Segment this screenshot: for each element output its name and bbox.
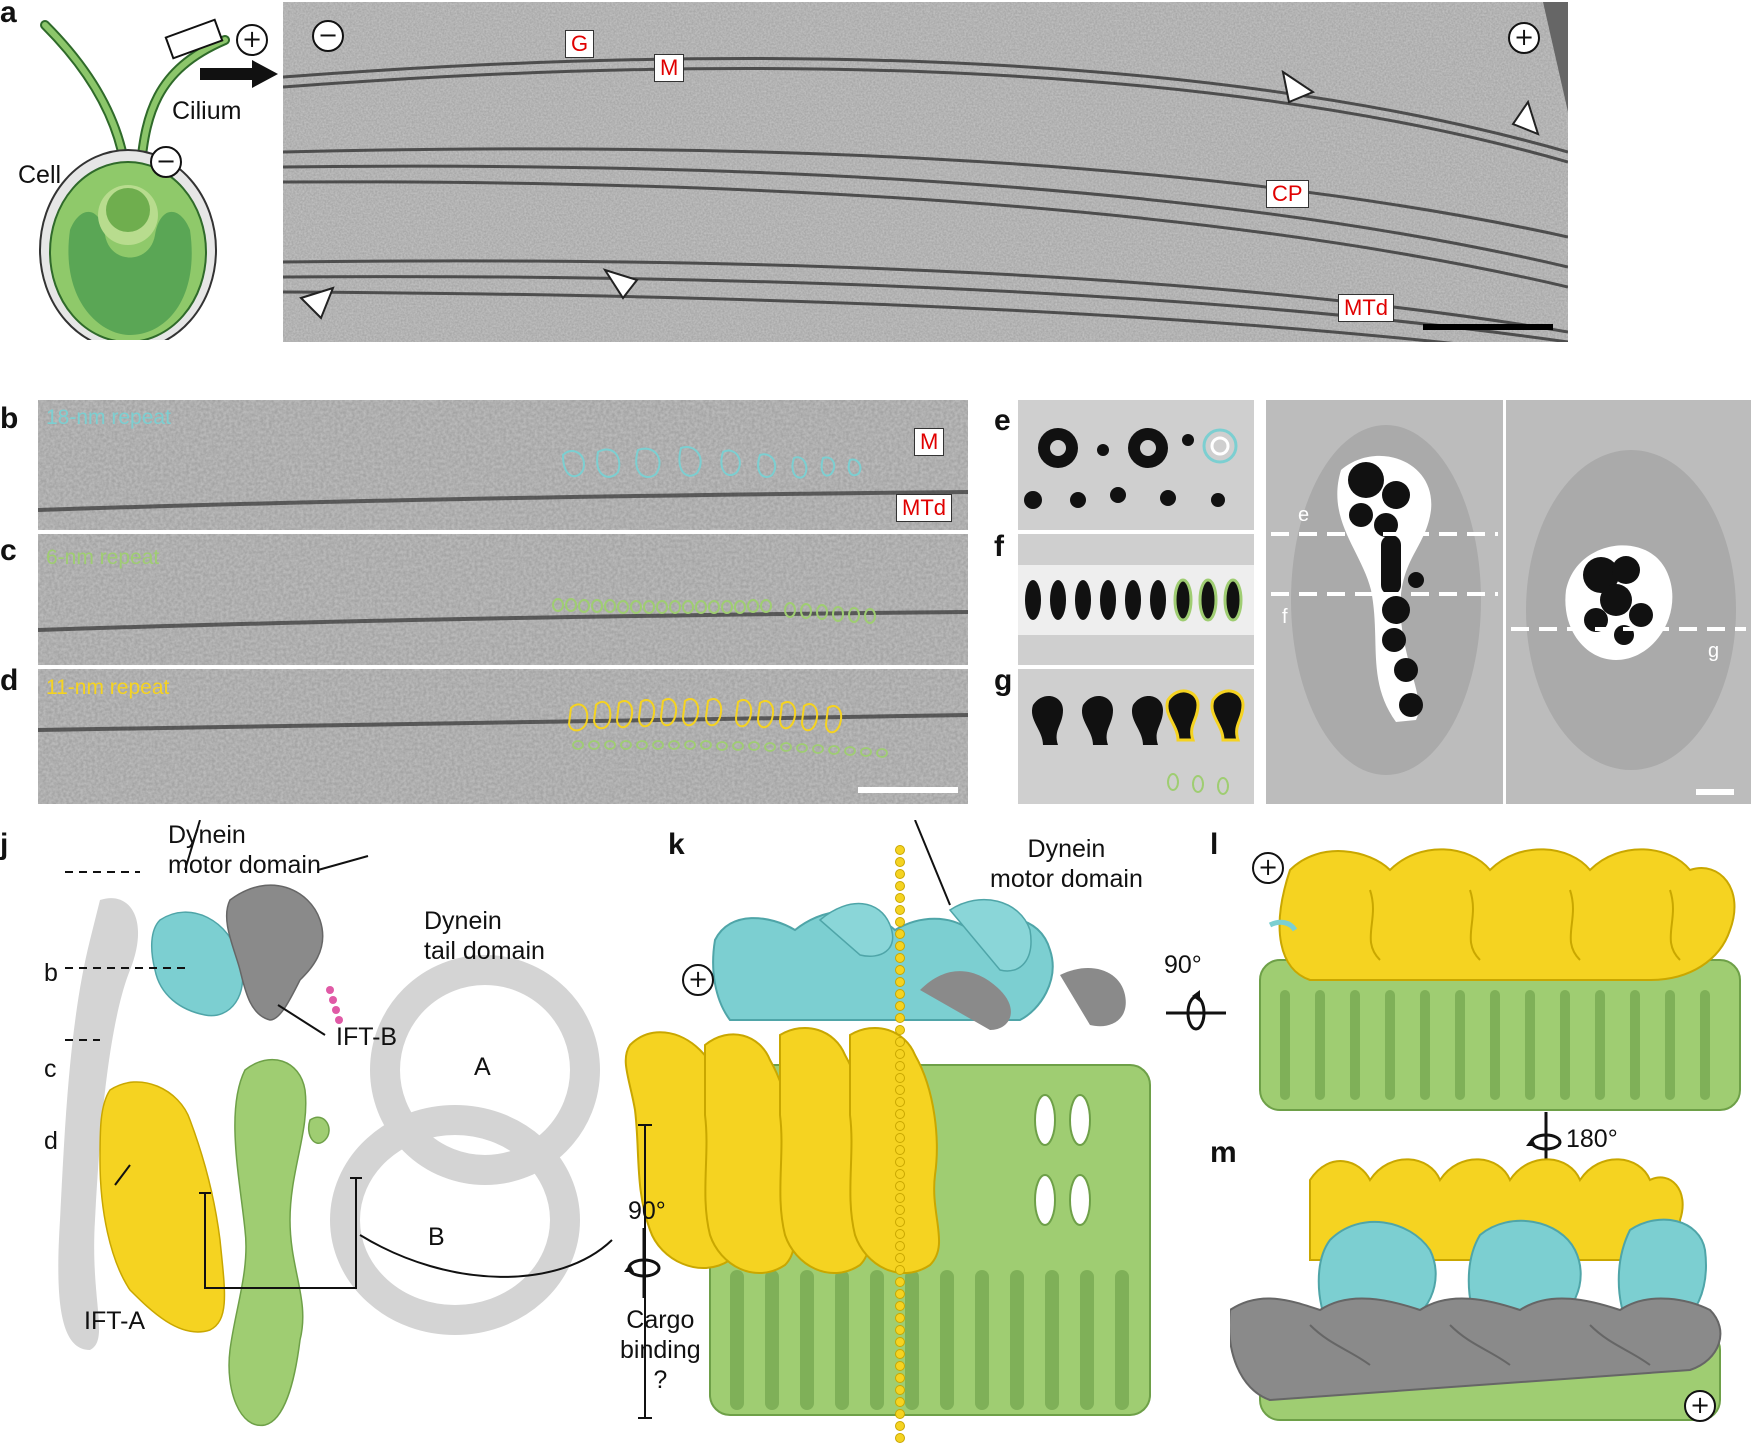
tomogram-minus-end: −: [312, 20, 344, 52]
k-rotate-label: 90°: [628, 1197, 666, 1225]
label-mtd: MTd: [1338, 294, 1394, 322]
cell-diagram: [39, 18, 278, 340]
line-label-f: f: [1282, 606, 1288, 628]
k-dynein-motor-label: Dynein motor domain: [990, 835, 1143, 893]
tomogram-image: [283, 2, 1568, 342]
j-ift-a-label: IFT-A: [84, 1307, 146, 1335]
m-plus-end-icon: +: [1684, 1390, 1716, 1422]
repeat-18nm-label: 18-nm repeat: [46, 406, 171, 429]
panel-label-f: f: [994, 530, 1004, 563]
j-level-b: b: [44, 959, 58, 987]
lm-rotate-label: 180°: [1566, 1125, 1618, 1153]
repeat-tomograms: [38, 400, 968, 804]
l-rotate-label: 90°: [1164, 951, 1202, 979]
line-label-g: g: [1708, 640, 1720, 662]
model-m-diagram: [1230, 1158, 1722, 1421]
panel-label-a: a: [0, 0, 17, 29]
cell-label: Cell: [18, 161, 62, 189]
model-l-diagram: [1259, 848, 1741, 1111]
j-tubule-a: A: [474, 1053, 491, 1081]
k-rotate-icon: [624, 1228, 661, 1298]
panel-label-c: c: [0, 534, 17, 567]
repeat-label-mtd: MTd: [896, 494, 952, 522]
repeat-6nm-label: 6-nm repeat: [46, 546, 160, 569]
j-dynein-motor-label: Dynein motor domain: [168, 821, 321, 879]
repeat-11nm-label: 11-nm repeat: [46, 676, 170, 699]
panel-label-g: g: [994, 664, 1013, 697]
plus-end-icon: +: [236, 24, 268, 56]
model-j-diagram: [58, 820, 613, 1427]
label-g: G: [565, 30, 595, 58]
minus-end-icon: −: [150, 146, 182, 178]
model-k-diagram: [624, 820, 1151, 1443]
k-plus-end-icon: +: [682, 964, 714, 996]
cross-section-h: [1266, 400, 1503, 804]
cilium-label: Cilium: [172, 97, 242, 125]
l-rotate-icon: [1166, 990, 1226, 1031]
k-cargo-label: Cargo binding ?: [620, 1306, 701, 1394]
line-label-e: e: [1298, 504, 1310, 526]
j-tubule-b: B: [428, 1223, 445, 1251]
j-ift-b-label: IFT-B: [336, 1023, 398, 1051]
j-level-c: c: [44, 1055, 57, 1083]
label-m: M: [654, 54, 685, 82]
repeat-label-m: M: [914, 428, 945, 456]
panel-label-k: k: [668, 828, 685, 861]
panel-label-l: l: [1210, 828, 1219, 861]
panel-label-j: j: [0, 828, 9, 861]
cross-section-i: [1506, 400, 1751, 804]
panel-label-e: e: [994, 404, 1011, 437]
label-cp: CP: [1266, 180, 1309, 208]
j-level-d: d: [44, 1127, 58, 1155]
panel-label-m: m: [1210, 1136, 1237, 1169]
panel-label-d: d: [0, 664, 19, 697]
j-dynein-tail-label: Dynein tail domain: [424, 907, 545, 965]
tomogram-plus-end: +: [1508, 22, 1540, 54]
l-plus-end-icon: +: [1252, 852, 1284, 884]
panel-label-b: b: [0, 402, 19, 435]
cross-section-efg: [1018, 400, 1254, 804]
